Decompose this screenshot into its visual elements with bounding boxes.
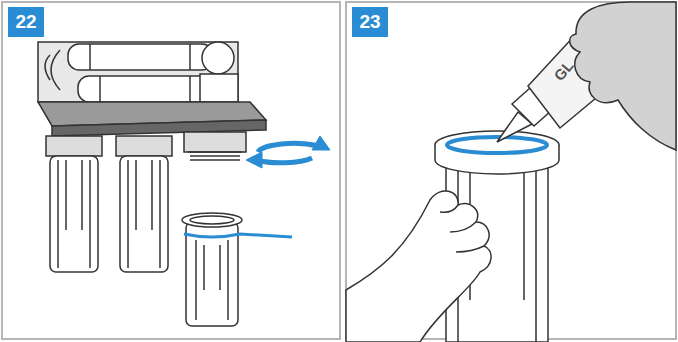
ro-unit (189, 44, 191, 70)
ro-unit (202, 42, 234, 74)
rotate-arrow (258, 143, 318, 152)
filter-canister (184, 132, 246, 152)
ro-unit (78, 76, 213, 102)
rotate-arrow (246, 152, 262, 168)
ro-unit (189, 76, 191, 102)
hand (346, 191, 491, 342)
step-number: 22 (8, 7, 44, 37)
filter-canister (190, 155, 240, 157)
panel-frame (2, 2, 676, 339)
filter-canister (127, 160, 129, 268)
ro-unit (38, 42, 266, 136)
removed-canister (227, 240, 229, 320)
hand (570, 2, 676, 150)
filter-canister (151, 160, 153, 230)
ro-unit (89, 44, 91, 70)
housing-wrench (184, 234, 292, 237)
ro-unit (45, 50, 60, 90)
glue-ring (447, 137, 547, 153)
filter-canister (120, 156, 168, 272)
rotate-arrow (246, 136, 330, 168)
ro-unit (200, 74, 238, 102)
ro-unit (68, 44, 213, 70)
filter-canister (57, 160, 59, 268)
removed-canister (182, 213, 242, 326)
filter-housing (523, 165, 525, 300)
removed-canister (195, 240, 197, 320)
filter-canister (135, 160, 137, 230)
filter-canister (159, 160, 161, 268)
rotate-arrow (256, 158, 312, 163)
step-number: 23 (352, 7, 388, 37)
rotate-arrow (312, 136, 330, 150)
glue-ring (447, 137, 547, 153)
filter-canister (116, 136, 172, 156)
panel-frame (2, 2, 340, 339)
filter-canister (89, 160, 91, 268)
filter-canister (190, 159, 240, 161)
filter-canister (65, 160, 67, 230)
filter-canister (50, 156, 98, 272)
removed-canister (182, 213, 242, 227)
filter-canister (46, 136, 102, 156)
hand (440, 205, 484, 252)
filter-canister (188, 151, 242, 153)
removed-canister (219, 245, 221, 290)
housing-wrench (184, 234, 292, 237)
filter-housing (535, 160, 537, 342)
ro-unit (38, 42, 238, 102)
removed-canister (190, 216, 234, 224)
hand (570, 2, 676, 150)
removed-canister (203, 245, 205, 290)
hand (346, 191, 491, 342)
filter-canister (81, 160, 83, 230)
ro-unit (99, 76, 101, 102)
